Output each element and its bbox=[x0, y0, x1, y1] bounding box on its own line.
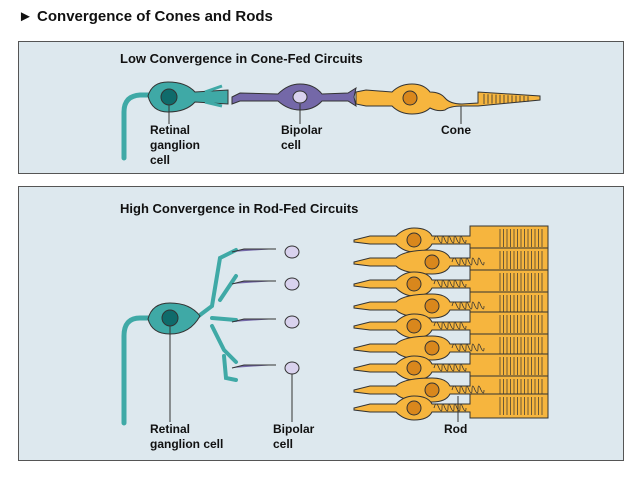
rod-nucleus bbox=[424, 340, 440, 356]
low-convergence-heading: Low Convergence in Cone-Fed Circuits bbox=[120, 51, 363, 66]
rod-circuit-bipolar-cell bbox=[231, 248, 276, 253]
rod-circuit-ganglion-dendrites bbox=[194, 248, 238, 382]
rod-circuit-bipolar-label: Bipolar cell bbox=[273, 422, 315, 451]
rod-inner-segment-membrane bbox=[451, 385, 485, 394]
cone-circuit-ganglion-cell bbox=[147, 81, 229, 113]
rod-circuit-leader-lines bbox=[169, 326, 459, 422]
page-title-text: Convergence of Cones and Rods bbox=[37, 8, 273, 25]
cone-circuit-bipolar-label: Bipolar cell bbox=[281, 123, 323, 152]
cone-outer-segment-discs bbox=[483, 94, 529, 104]
rod-inner-segment-membrane bbox=[451, 343, 485, 352]
rod-outer-segment-discs bbox=[499, 397, 543, 415]
rod-nucleus bbox=[424, 382, 440, 398]
rod-outer-segment-discs bbox=[499, 229, 543, 247]
rod-inner-segment-membrane bbox=[433, 321, 467, 330]
rod-circuit-bipolar-nucleus bbox=[284, 361, 300, 375]
page-title: ► Convergence of Cones and Rods bbox=[18, 8, 273, 25]
rod-circuit-bipolar-cell bbox=[231, 364, 276, 369]
cone-circuit-ganglion-axon bbox=[121, 92, 153, 161]
rod-outer-segment-discs bbox=[499, 337, 543, 355]
rod-circuit-ganglion-nucleus bbox=[161, 309, 179, 327]
cone-nucleus bbox=[402, 90, 418, 106]
rod-inner-segment-membrane bbox=[433, 279, 467, 288]
rod-circuit-bipolar-nucleus bbox=[284, 245, 300, 259]
cone-circuit-ganglion-dendrites bbox=[204, 84, 223, 108]
rod-circuit-ganglion-label: Retinal ganglion cell bbox=[150, 422, 224, 451]
rod-circuit-bipolar-nucleus bbox=[284, 315, 300, 329]
rod-inner-segment-membrane bbox=[433, 363, 467, 372]
cone-circuit-ganglion-label: Retinal ganglion cell bbox=[150, 123, 200, 167]
rod-inner-segment-membrane bbox=[433, 403, 467, 412]
cone-circuit-bipolar-nucleus bbox=[292, 90, 308, 104]
rod-inner-segment-membrane bbox=[433, 235, 467, 244]
rod-nucleus bbox=[406, 360, 422, 376]
rod-outer-segment-discs bbox=[499, 273, 543, 291]
rod-circuit-ganglion-axon bbox=[121, 315, 153, 426]
rod-outer-segment-discs bbox=[499, 251, 543, 269]
rod-circuit-bipolar-nucleus bbox=[284, 277, 300, 291]
rod-nucleus bbox=[406, 232, 422, 248]
high-convergence-heading: High Convergence in Rod-Fed Circuits bbox=[120, 201, 359, 216]
rod-label: Rod bbox=[444, 422, 468, 436]
rod-nucleus bbox=[406, 318, 422, 334]
triangle-right-icon: ► bbox=[18, 8, 33, 25]
rod-outer-segment-discs bbox=[499, 379, 543, 397]
rod-nucleus bbox=[406, 276, 422, 292]
rod-inner-segment-membrane bbox=[451, 257, 485, 266]
cone-circuit-leader-lines bbox=[168, 104, 462, 124]
cone-photoreceptor bbox=[355, 83, 541, 115]
rod-inner-segment-membrane bbox=[451, 301, 485, 310]
rod-nucleus bbox=[424, 298, 440, 314]
rod-outer-segment-discs bbox=[499, 295, 543, 313]
rod-nucleus bbox=[406, 400, 422, 416]
cone-label: Cone bbox=[441, 123, 471, 137]
rod-nucleus bbox=[424, 254, 440, 270]
rod-circuit-bipolar-cell bbox=[231, 318, 276, 323]
rod-outer-segment-discs bbox=[499, 357, 543, 375]
cone-circuit-ganglion-nucleus bbox=[160, 88, 178, 106]
low-convergence-panel bbox=[18, 41, 624, 174]
rod-outer-segment-discs bbox=[499, 315, 543, 333]
rod-circuit-bipolar-cell bbox=[231, 280, 276, 285]
